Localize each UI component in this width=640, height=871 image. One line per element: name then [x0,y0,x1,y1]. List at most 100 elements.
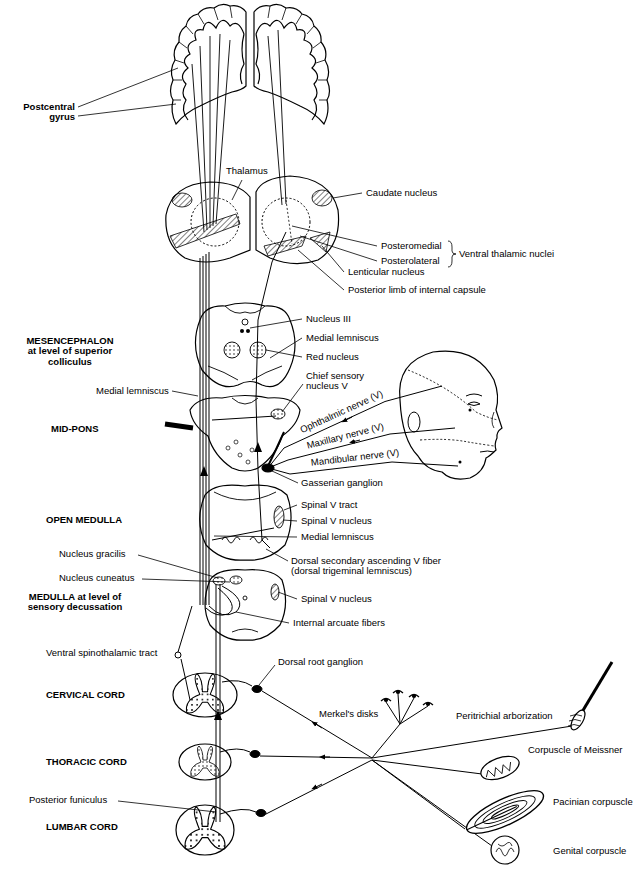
ascending-tract [175,232,286,822]
leader-line [172,391,198,396]
dorsal-root [256,810,266,817]
structure-label: Chief sensory nucleus V [305,371,369,392]
thalamocortical-fiber [200,46,207,230]
medulla-section [243,596,247,600]
peripheral-fiber [314,723,322,728]
cerebral-hemisphere [254,4,330,124]
leader-line [78,104,176,116]
thalamic-section [170,214,240,248]
face [420,439,494,446]
thalamocortical-fiber [216,40,230,224]
merkel-disk [409,695,419,698]
ascending-tract [212,416,276,420]
thalamocortical-fiber [278,30,286,204]
medulla-section [200,485,291,560]
ascending-tract [212,528,274,540]
spinal-cord-section [179,744,231,780]
mesencephalon-section [224,342,240,358]
thalamocortical-fiber [192,64,204,232]
nerve-label: Mandibular nerve (V) [309,447,400,468]
section-label: LUMBAR CORD [45,822,119,832]
pacinian-corpuscle [467,807,517,830]
merkel-disk [423,703,433,706]
mesencephalon-section [208,366,282,380]
meissner-corpuscle [484,762,513,779]
structure-label: Posterior funiculus [28,795,108,805]
structure-label: Red nucleus [305,352,360,362]
structure-label: Posterior limb of internal capsule [347,285,487,295]
thalamocortical-fiber [210,36,211,228]
leader-line [300,236,377,261]
leader-line [448,241,456,267]
trigeminal-nerve [268,462,458,474]
hair-follicle [582,662,612,712]
leader-line [78,68,456,812]
receptor-label: Genital corpuscle [552,846,627,856]
section-label: THORACIC CORD [45,757,128,767]
structure-label: Medial lemniscus [300,532,375,542]
leader-line [284,505,297,510]
face [408,370,498,420]
spinal-cord-section [173,673,237,717]
medulla-section [230,576,242,584]
peripheral-fiber [386,702,400,724]
peripheral-fiber [314,784,322,788]
medulla-section [200,485,291,560]
structure-label: Lenticular nucleus [347,267,426,277]
mesencephalon-section [240,329,244,333]
merkel-disk [427,703,430,706]
merkel-disk [381,691,433,706]
ascending-tract [254,442,262,452]
ascending-tract [220,584,221,822]
leader-line [283,520,297,521]
ascending-tract [209,252,210,605]
thalamic-section [166,182,250,262]
structure-label: Spinal V tract [300,500,359,510]
thalamic-section [264,236,306,256]
spinal-cord-section [191,746,220,776]
genital-corpuscle [496,842,514,856]
leader-line [214,536,297,537]
trigeminal-nerve [268,386,458,474]
ascending-tract [178,606,192,652]
structure-label: Nucleus III [305,314,352,324]
spinal-cord-section [186,674,223,713]
peripheral-fiber [400,698,414,724]
leader-line [118,801,216,812]
hair-follicle [568,715,582,727]
thalamic-section [166,176,339,264]
leader-line [270,338,302,358]
structure-label: Medial lemniscus [95,386,170,396]
section-label: MESENCEPHALON at level of superior colli… [22,336,118,367]
structure-label: Posteromedial [380,241,443,251]
leader-line [138,555,218,578]
peripheral-fiber [266,760,372,814]
structure-label: Posterolateral [380,256,441,266]
thalamocortical-fiber [192,30,286,232]
dorsal-root [252,686,262,693]
receptor-label: Merkel's disks [318,709,379,719]
face [466,394,482,406]
hair-follicle [568,708,588,732]
leader-line [142,579,230,582]
pons-section [234,440,238,444]
structure-label: Spinal V nucleus [300,594,373,604]
pons-section [226,446,230,450]
dorsal-root [220,749,250,752]
face [400,351,502,479]
receptor-label: Corpuscle of Meissner [527,745,624,755]
leader-line [278,592,297,599]
cerebral-hemisphere [171,4,330,124]
mesencephalon-section [225,306,265,313]
pons-section [268,432,284,466]
medulla-section [271,584,279,600]
structure-label: Medial lemniscus [305,333,380,343]
ascending-tract [214,710,222,720]
ascending-tract [181,659,190,700]
ascending-tract [200,466,208,476]
pacinian-corpuscle [461,782,548,841]
medulla-section [213,577,225,585]
mesencephalon-section [242,319,248,325]
leader-line [266,350,302,357]
